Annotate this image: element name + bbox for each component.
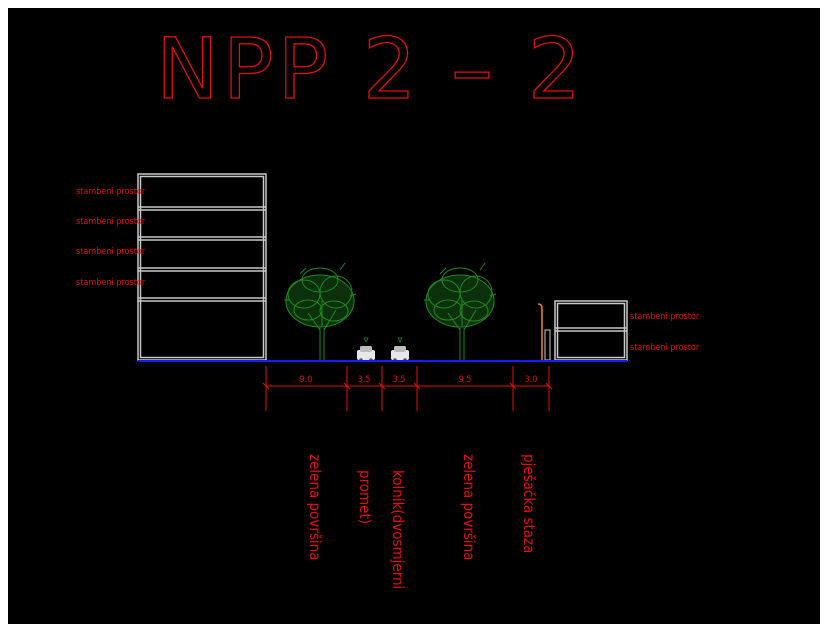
dimension-label: 9.5 <box>459 375 472 385</box>
cross-section-drawing: NPP 2 – 2 stambeni prostor stambeni pros… <box>76 19 700 589</box>
drawing-title: NPP 2 – 2 <box>156 20 585 118</box>
right-floor-label-2: stambeni prostor <box>630 343 700 353</box>
right-floor-label-1: stambeni prostor <box>630 312 700 322</box>
dimension-label: 3.5 <box>358 375 371 385</box>
dimension-line <box>262 366 553 411</box>
dimension-label: 9.0 <box>300 375 313 385</box>
tree-icon <box>424 262 497 360</box>
zone-label-roadway-line1: kolnik(dvosmjerni <box>389 470 407 589</box>
zone-label-green-right: zelena površina <box>460 454 478 561</box>
car-icon <box>391 337 409 362</box>
right-building <box>554 300 628 361</box>
floor-label-2: stambeni prostor <box>76 217 146 227</box>
dimension-label: 3.0 <box>525 375 538 385</box>
zone-label-green-left: zelena površina <box>306 454 324 561</box>
floor-label-1: stambeni prostor <box>76 187 146 197</box>
dimension-label: 3.5 <box>393 375 406 385</box>
floor-label-4: stambeni prostor <box>76 278 146 288</box>
floor-label-3: stambeni prostor <box>76 247 146 257</box>
street-lamp-icon <box>537 303 551 361</box>
tree-icon <box>284 262 357 360</box>
left-building <box>137 173 267 361</box>
zone-label-roadway-line2: promet) <box>356 470 374 524</box>
drawing-canvas: NPP 2 – 2 stambeni prostor stambeni pros… <box>8 8 820 624</box>
zone-label-sidewalk: pješačka staza <box>520 454 538 553</box>
car-icon <box>357 337 375 362</box>
